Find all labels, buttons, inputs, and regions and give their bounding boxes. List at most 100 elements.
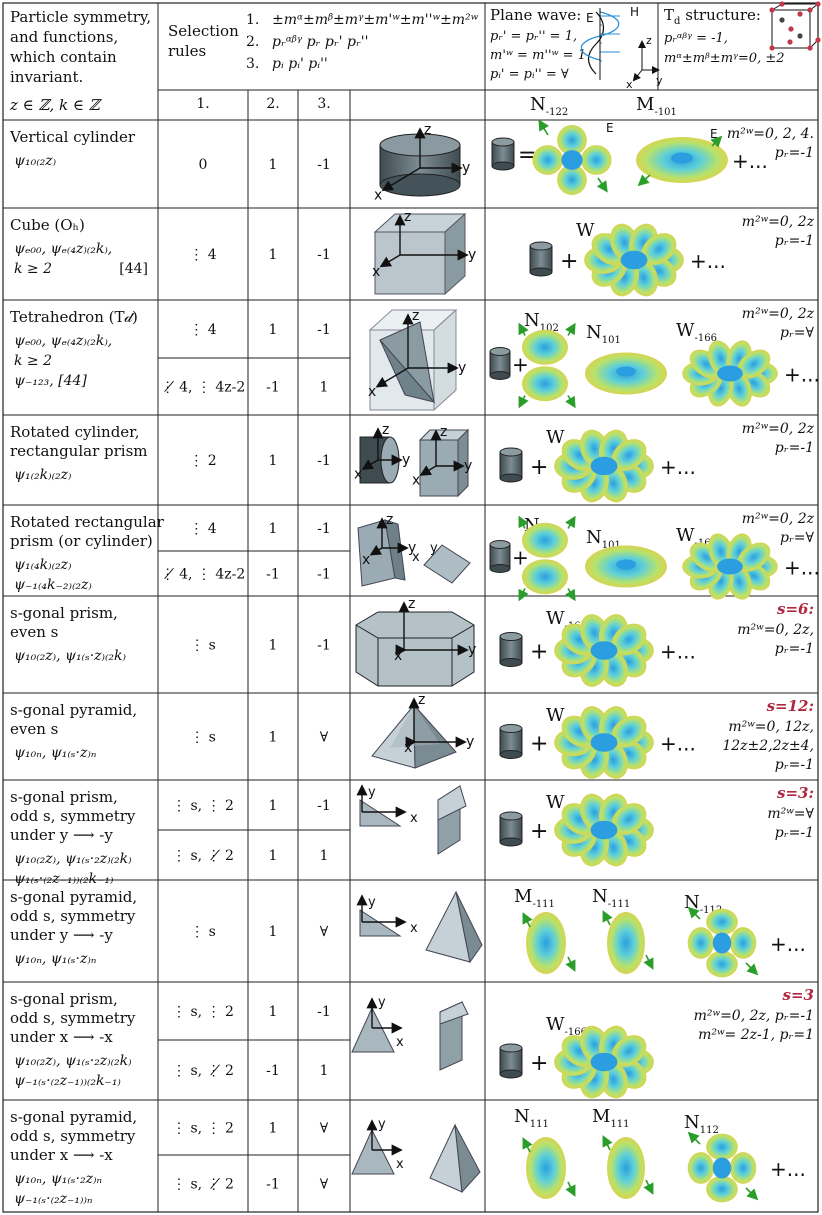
invariant-function: ψ₋₁₍ₛ·₍₂z₋₁₎₎ₙ: [14, 1191, 93, 1207]
table-content: Particle symmetry,and functions,which co…: [9, 1, 821, 1207]
mode-label: M-111: [514, 886, 555, 910]
invariant-function: ψ₁₀ₙ, ψ₁₍ₛ·z₎ₙ: [14, 951, 97, 967]
multipole-decomposition: s=12:m²ʷ=0, 12z,12z±2,2z±4,pᵣ=-1+W-188+.…: [499, 697, 814, 779]
mode-label: M-101: [636, 94, 677, 118]
rule3-value: -1: [317, 521, 331, 537]
particle-name: Tetrahedron (T𝒹): [10, 308, 138, 326]
plus-ellipsis: +...: [660, 455, 696, 479]
invariant-function: ψ₁₀₍₂z₎, ψ₁₍ₛ·₂z₎₍₂k₎: [14, 851, 132, 867]
rule-text: ±mᵅ±mᵝ±mᵞ±m'ʷ±m''ʷ±m²ʷ: [272, 12, 479, 28]
particle-name: odd s, symmetry: [10, 1009, 136, 1027]
axis-y-label: y: [468, 247, 476, 263]
multipole-decomposition: s=6:m²ʷ=0, 2z,pᵣ=-1+W-166+...: [499, 600, 814, 687]
selection-rules-header: Selection: [168, 22, 239, 40]
rule2-value: 1: [269, 322, 278, 338]
td-line: pᵣᵅᵝᵞ = -1,: [664, 31, 728, 46]
plus-ellipsis: +...: [770, 932, 806, 956]
s-value-label: s=3: [783, 986, 814, 1004]
particle-name: Vertical cylinder: [9, 128, 136, 146]
axis-z-label: z: [386, 512, 393, 528]
axis-x-label: x: [396, 1035, 404, 1050]
particle-name: odd s, symmetry: [10, 1127, 136, 1145]
particle-name: s-gonal pyramid,: [10, 701, 137, 719]
axis-y-label: y: [430, 541, 438, 556]
axis-y-label: y: [462, 160, 470, 176]
invariant-function: ψ₁₍₂k₎₍₂z₎: [14, 467, 72, 483]
particle-shape: zyx: [372, 209, 476, 296]
rule3-value: 1: [320, 848, 329, 864]
rule3-value: -1: [317, 1004, 331, 1020]
particle-header-line: invariant.: [10, 68, 83, 86]
multipole-decomposition: m²ʷ=0, 2zpᵣ=-1+W-166+...: [499, 421, 815, 503]
plus-ellipsis: +...: [784, 556, 820, 580]
axis-y-label: y: [378, 995, 386, 1010]
axis-x-label: x: [410, 921, 418, 936]
invariant-function: ψ₋₁₍₄k₋₂₎₍₂z₎: [14, 577, 92, 593]
rule2-value: -1: [266, 380, 280, 396]
particle-name: prism (or cylinder): [10, 532, 153, 550]
rule-number: 1.: [246, 12, 259, 28]
subcol-header: 3.: [317, 96, 330, 112]
H-label: H: [630, 5, 639, 19]
axis-y-label: y: [402, 452, 410, 468]
particle-name: Rotated cylinder,: [10, 423, 139, 441]
multipole-note: pᵣ=∀: [780, 325, 815, 341]
rule1-value: ⋮ s, ⋮ 2: [172, 1004, 234, 1020]
plus-ellipsis: +...: [732, 149, 768, 173]
particle-name: Cube (Oₕ): [10, 216, 85, 234]
axis-z-label: z: [424, 122, 431, 138]
rule1-value: ⋮ 4: [189, 322, 216, 338]
axis-y: y: [656, 74, 663, 87]
invariant-function: ψ₁₍ₛ·₍₂z₋₁₎₎₍₂k₋₁₎: [14, 871, 114, 887]
rule1-value: ⋮ s: [190, 638, 216, 654]
multipole-note: m²ʷ=0, 2z,: [737, 622, 814, 638]
invariant-function: ψₑ₀₀, ψₑ₍₄z₎₍₂k₎,: [14, 333, 112, 349]
rule3-value: ∀: [320, 1121, 329, 1137]
rule3-value: ∀: [320, 924, 329, 940]
multipole-decomposition: m²ʷ=0, 2zpᵣ=∀+N102N101W-166+...: [489, 511, 820, 602]
rule2-value: -1: [266, 1177, 280, 1193]
E-field-label: E: [710, 127, 718, 141]
rule3-value: -1: [317, 453, 331, 469]
multipole-note: m²ʷ=0, 2z: [742, 214, 815, 230]
axis-z-label: z: [440, 424, 447, 440]
invariant-function: ψ₋₁₍ₛ·₍₂z₋₁₎₎₍₂k₋₁₎: [14, 1073, 121, 1089]
axis-z-label: z: [408, 596, 415, 612]
mode-label: N111: [514, 1106, 549, 1130]
subcol-header: 2.: [266, 96, 279, 112]
plus-sign: +: [530, 732, 548, 757]
particle-shape: zyx: [355, 596, 476, 687]
axis-x-label: x: [362, 552, 370, 568]
rule1-value: 0: [199, 157, 208, 173]
invariant-function: ψₑ₀₀, ψₑ₍₄z₎₍₂k₎,: [14, 241, 112, 257]
particle-name: s-gonal prism,: [10, 604, 118, 622]
plane-wave-title: Plane wave:: [490, 6, 581, 24]
multipole-note: m²ʷ=∀: [767, 806, 814, 822]
rule1-value: ⋮ s, ⋮̸ 2: [172, 1177, 234, 1193]
multipole-note: 12z±2,2z±4,: [722, 738, 814, 754]
plus-sign: +: [530, 819, 548, 844]
rule2-value: 1: [269, 453, 278, 469]
multipole-note: m²ʷ=0, 2z, pᵣ=-1: [694, 1008, 814, 1024]
particle-name: under x ⟶ -x: [10, 1028, 113, 1046]
axis-x-label: x: [404, 740, 412, 756]
axis-x-label: x: [372, 264, 380, 280]
multipole-note: pᵣ=-1: [775, 145, 814, 161]
axis-y-label: y: [378, 1117, 386, 1132]
mode-label: N-111: [592, 886, 630, 910]
rule1-value: ⋮ s, ⋮ 2: [172, 798, 234, 814]
rule1-value: ⋮ s, ⋮ 2: [172, 1121, 234, 1137]
axis-x-label: x: [412, 550, 420, 565]
multipole-decomposition: s=3:m²ʷ=∀pᵣ=-1+W-166: [499, 784, 815, 867]
s-value-label: s=12:: [767, 697, 814, 715]
plus-sign: +: [530, 1051, 548, 1076]
invariant-function: ψ₁₍₄k₎₍₂z₎: [14, 557, 72, 573]
rule2-value: 1: [269, 730, 278, 746]
